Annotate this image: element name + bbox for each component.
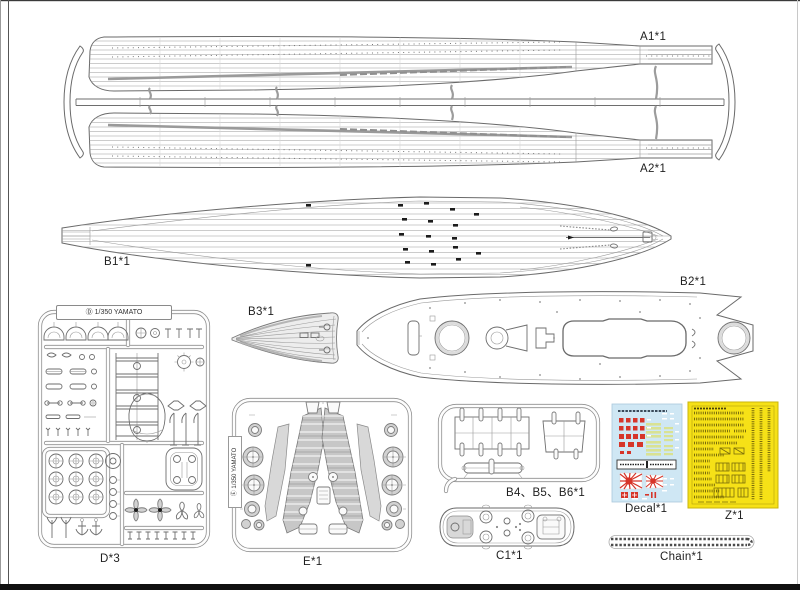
- sprue-d-tag: Ⓓ 1/350 YAMATO: [56, 305, 172, 320]
- part-b3-deck: [231, 312, 339, 364]
- sprue-b456: [437, 403, 601, 494]
- label-part-c1: C1*1: [496, 550, 523, 562]
- decal-sheet: [611, 403, 683, 503]
- sprue-e: [231, 397, 413, 553]
- part-a2-hull: [88, 113, 714, 167]
- sprue-a-bracket-right: [715, 43, 736, 161]
- part-a1-hull: [88, 36, 713, 92]
- decal-red-marks: [619, 418, 645, 454]
- sprue-e-tag: Ⓔ 1/350 YAMATO: [228, 436, 242, 508]
- sprue-d-parts: [43, 321, 207, 540]
- label-part-b1: B1*1: [104, 256, 131, 268]
- part-b2-deck: [356, 291, 754, 385]
- pe-small-parts: [698, 447, 749, 503]
- label-sprue-b456: B4、B5、B6*1: [506, 487, 586, 499]
- decal-green-bars: [646, 423, 673, 456]
- sprue-a-assembly: [63, 36, 736, 168]
- pe-fret-z: [687, 401, 779, 509]
- label-decal: Decal*1: [625, 503, 668, 515]
- decal-white-marks: [622, 413, 679, 500]
- decal-small-red-glyphs: [621, 492, 657, 498]
- label-chain: Chain*1: [660, 551, 704, 563]
- decal-rising-sun-flags: [619, 472, 664, 490]
- sprue-a-runner: [75, 65, 725, 140]
- label-part-b3: B3*1: [248, 306, 275, 318]
- sprue-a-bracket-left: [63, 45, 84, 159]
- sprue-d: [37, 309, 211, 549]
- anchor-chain: [608, 535, 755, 549]
- pe-railing-strips: [694, 408, 771, 500]
- label-part-a1: A1*1: [640, 31, 667, 43]
- part-b1-deck: [61, 196, 672, 279]
- part-c1-deck: [439, 504, 575, 550]
- label-sprue-e: E*1: [303, 556, 323, 568]
- label-part-a2: A2*1: [640, 163, 667, 175]
- label-part-b2: B2*1: [680, 276, 707, 288]
- label-pe-z: Z*1: [725, 510, 744, 522]
- label-sprue-d: D*3: [100, 553, 121, 565]
